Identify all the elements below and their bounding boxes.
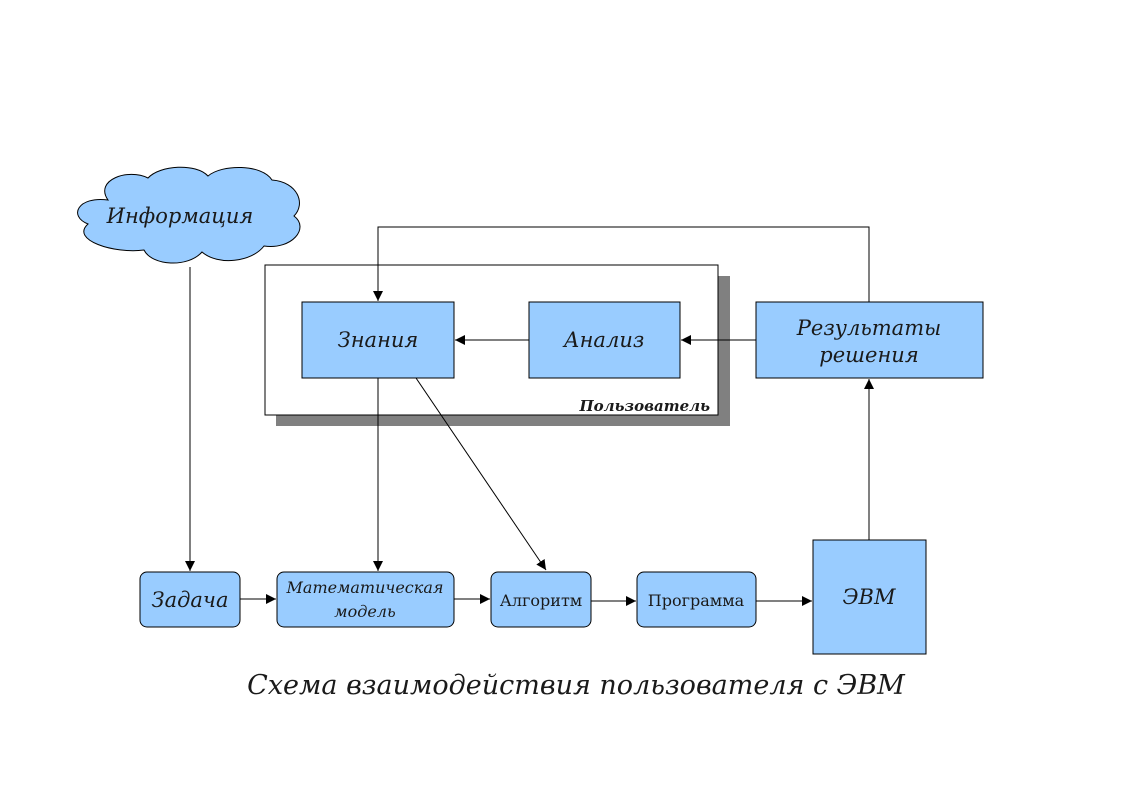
task-label: Задача	[151, 588, 228, 612]
model-label-line1: Математическая	[286, 578, 444, 597]
program-label: Программа	[648, 591, 745, 610]
task-node: Задача	[139, 571, 241, 628]
model-label-line2: модель	[334, 602, 395, 621]
algorithm-node: Алгоритм	[490, 571, 592, 628]
edges	[185, 226, 874, 606]
analysis-node: Анализ	[528, 301, 681, 379]
knowledge-label: Знания	[338, 328, 419, 352]
info-cloud-shape	[77, 166, 301, 264]
info-label: Информация	[106, 204, 254, 228]
algorithm-label: Алгоритм	[500, 591, 583, 610]
results-label-line2: решения	[819, 343, 918, 367]
info-cloud: Информация	[77, 166, 301, 264]
edge-knowledge-algorithm	[415, 377, 547, 571]
edge-results-knowledge	[373, 226, 870, 302]
analysis-label: Анализ	[562, 328, 645, 352]
computer-label: ЭВМ	[842, 585, 896, 609]
knowledge-node: Знания	[301, 301, 455, 379]
results-node: Результаты решения	[755, 301, 984, 379]
program-node: Программа	[636, 571, 757, 628]
computer-node: ЭВМ	[812, 539, 927, 655]
results-label-line1: Результаты	[796, 316, 941, 340]
diagram-caption: Схема взаимодействия пользователя с ЭВМ	[247, 670, 906, 701]
user-group-label: Пользователь	[579, 397, 711, 415]
model-node: Математическая модель	[276, 571, 455, 628]
